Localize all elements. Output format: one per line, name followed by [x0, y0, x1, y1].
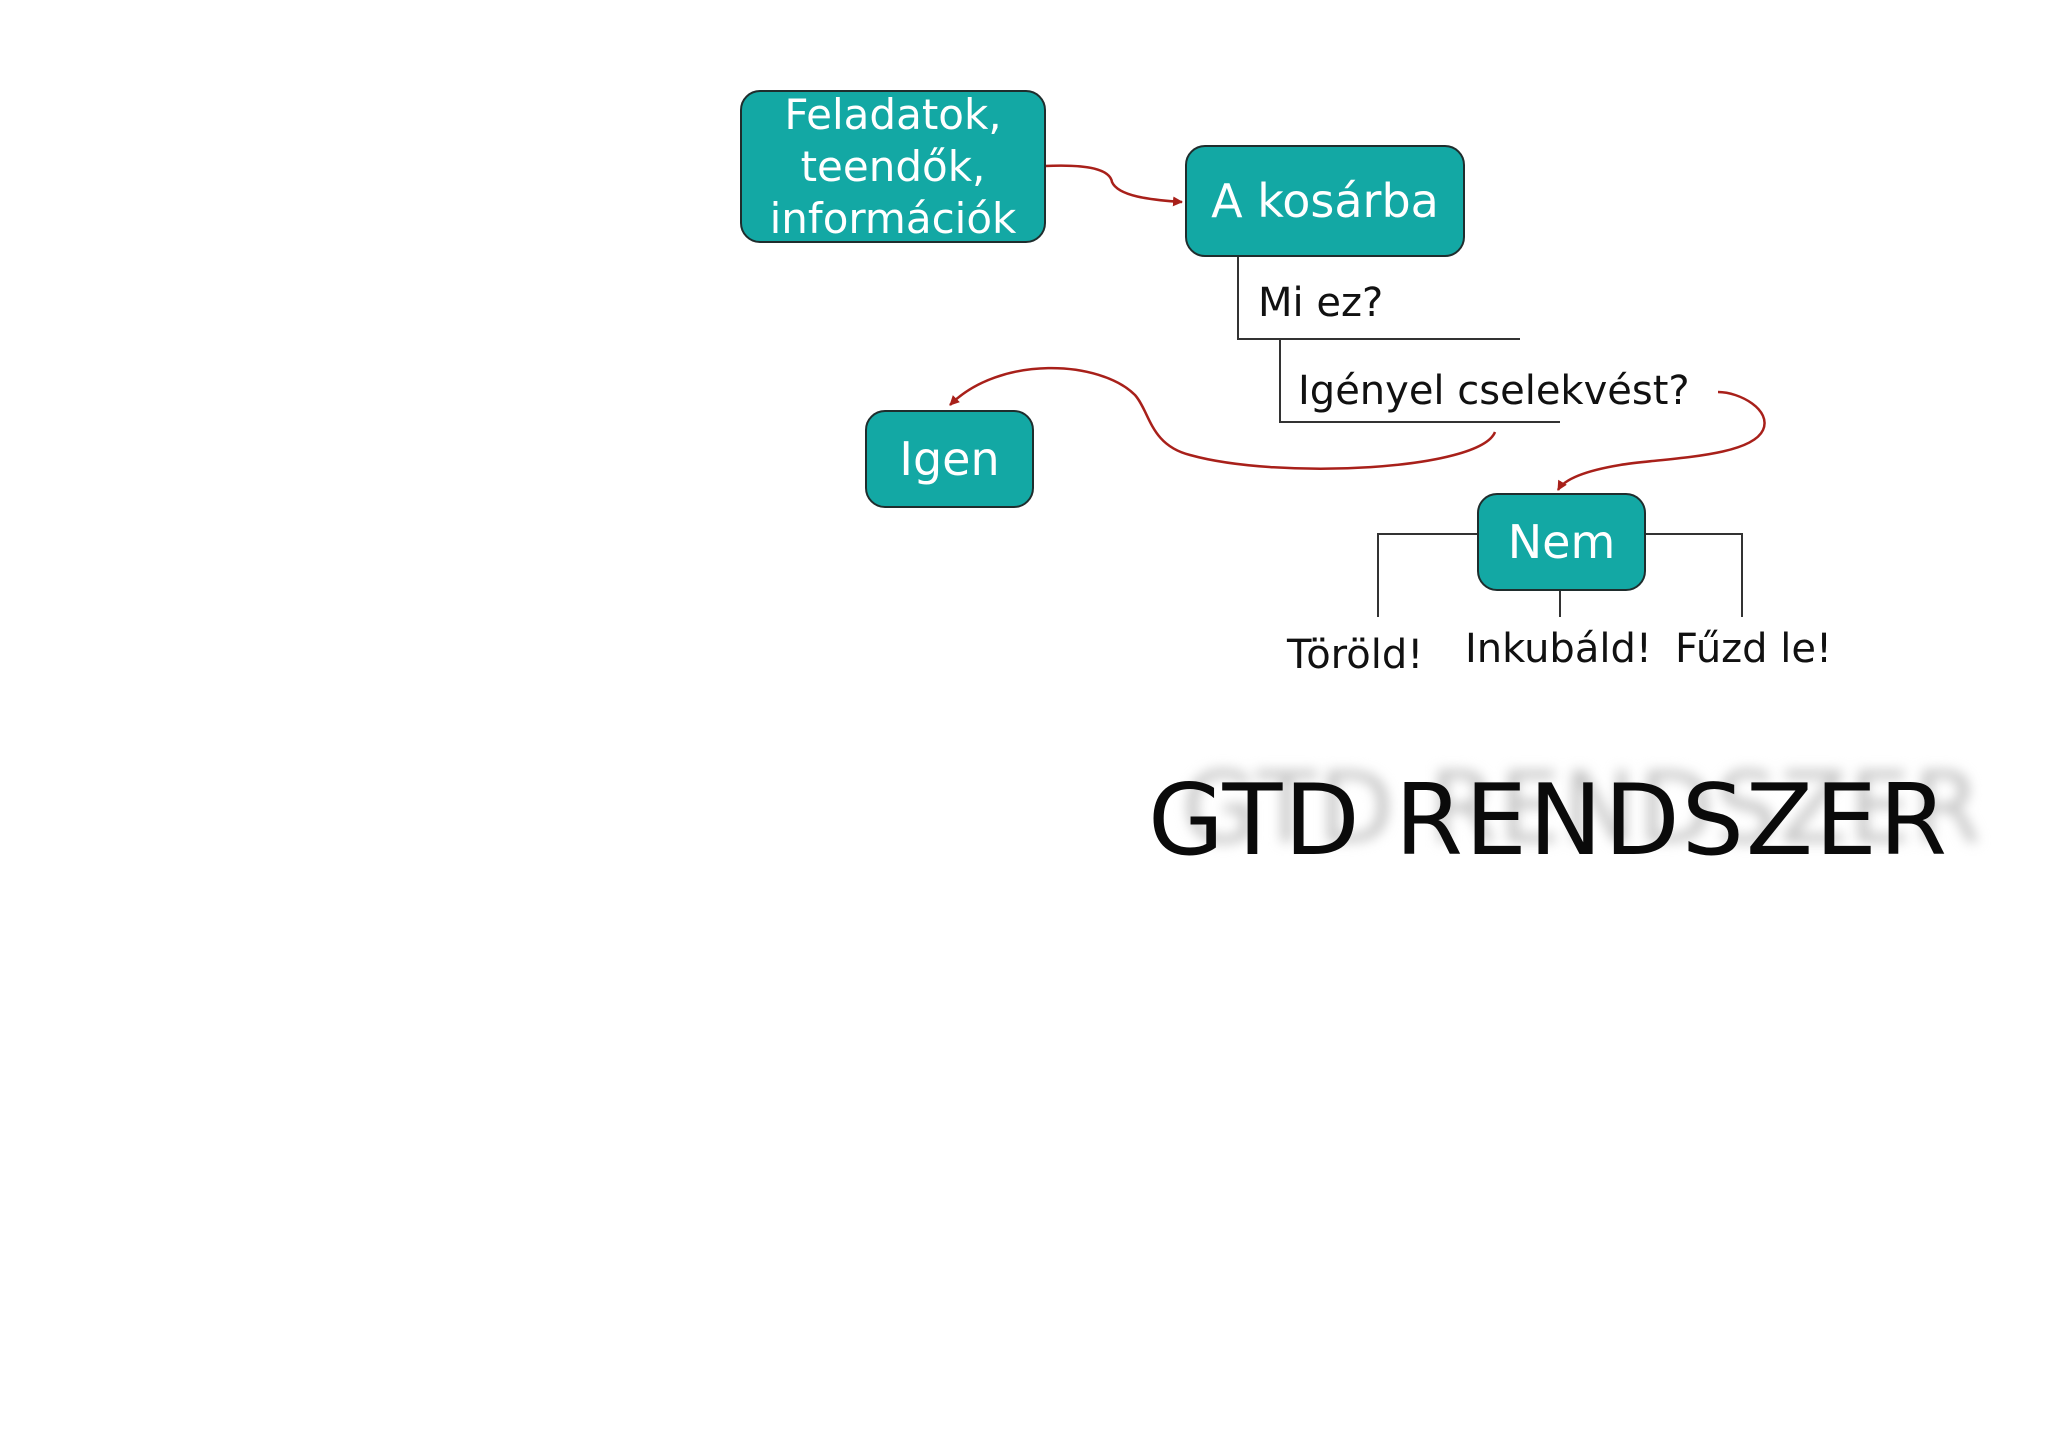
- line-inbox-to-what: [1237, 256, 1520, 340]
- outcome-file: Fűzd le!: [1675, 626, 1833, 672]
- page-title: GTD RENDSZER: [1148, 764, 1950, 878]
- arrow-action-to-yes: [949, 366, 1497, 470]
- node-no: Nem: [1477, 493, 1646, 591]
- node-tasks-info: Feladatok, teendők, információk: [740, 90, 1046, 243]
- arrow-source-to-inbox: [1044, 164, 1183, 207]
- line-no-to-file: [1641, 533, 1743, 617]
- page-title-shadow: GTD RENDSZER: [1182, 752, 1984, 866]
- node-yes-label: Igen: [899, 432, 1000, 486]
- question-what-is-it: Mi ez?: [1258, 280, 1384, 326]
- outcome-delete: Töröld!: [1287, 632, 1424, 678]
- node-tasks-info-line-1: Feladatok,: [784, 89, 1002, 139]
- line-what-to-action: [1279, 339, 1560, 423]
- outcome-incubate: Inkubáld!: [1465, 626, 1652, 672]
- node-inbox: A kosárba: [1185, 145, 1465, 257]
- question-needs-action: Igényel cselekvést?: [1298, 368, 1690, 414]
- node-inbox-label: A kosárba: [1211, 174, 1439, 228]
- node-no-label: Nem: [1507, 515, 1616, 569]
- arrow-action-to-no: [1556, 390, 1766, 491]
- node-yes: Igen: [865, 410, 1034, 508]
- node-tasks-info-line-2: teendők,: [800, 141, 986, 191]
- line-no-to-delete: [1377, 533, 1477, 617]
- node-tasks-info-line-3: információk: [769, 193, 1017, 243]
